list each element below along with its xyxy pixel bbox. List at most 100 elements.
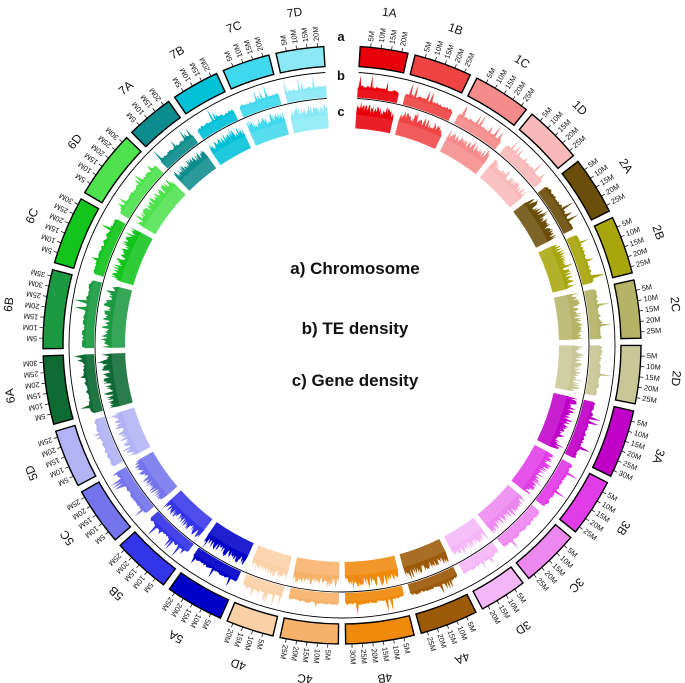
legend: a) Chromosome b) TE density c) Gene dens… <box>290 259 419 390</box>
chromosome-label-1c: 1C <box>512 52 533 72</box>
chromosome-label-2c: 2C <box>667 296 683 313</box>
tick-6c-5 <box>53 251 58 253</box>
tick-4d-10 <box>251 630 254 635</box>
tick-3a-15 <box>624 440 629 443</box>
gene-profile-2c <box>566 292 584 340</box>
gene-band-6d <box>143 184 186 235</box>
te-peaks-1d <box>505 140 546 183</box>
chromosome-label-7c: 7C <box>224 18 243 36</box>
gene-band-5c <box>140 451 178 496</box>
chromosome-label-5a: 5A <box>166 627 186 646</box>
chromosome-1b <box>409 54 472 94</box>
tick-3a-10 <box>628 430 633 433</box>
chromosome-5d <box>54 424 97 487</box>
gene-profile-6d <box>134 180 176 228</box>
gene-profile-4d <box>251 557 289 584</box>
gene-profile-7c <box>245 110 286 134</box>
tick-2a-25 <box>606 203 611 206</box>
tick-label-7d-5: 5M <box>278 34 289 46</box>
tick-6b-30 <box>44 284 49 287</box>
chromosome-label-6a: 6A <box>2 388 18 405</box>
tick-label-4b-30: 30M <box>348 650 357 665</box>
tick-2a-20 <box>601 193 605 197</box>
tick-6a-10 <box>44 403 49 405</box>
chromosome-1a <box>358 45 409 74</box>
tick-label-1c-5: 5M <box>485 66 498 79</box>
tick-6c-10 <box>57 241 62 244</box>
tick-3c-25 <box>533 574 537 578</box>
tick-2a-15 <box>595 184 600 188</box>
gene-density-track <box>94 98 590 593</box>
tick-label-1a-20: 20M <box>398 31 410 47</box>
tick-label-2d-15: 15M <box>645 373 660 384</box>
tick-4a-10 <box>456 620 459 625</box>
gene-profile-5a <box>202 533 249 565</box>
tick-1a-15 <box>391 46 393 51</box>
chromosome-label-1d: 1D <box>569 98 590 119</box>
gene-profile-4a <box>403 551 449 581</box>
te-peaks-2d <box>593 345 613 396</box>
tick-6d-30 <box>119 139 123 143</box>
tick-label-5a-5: 5M <box>200 617 213 630</box>
chromosome-1d <box>518 113 575 170</box>
gene-band-2a <box>513 203 549 248</box>
chromosome-6a <box>42 354 74 426</box>
te-band-4b <box>345 585 405 602</box>
te-band-5b <box>151 511 194 552</box>
chromosome-4a <box>415 593 477 635</box>
te-peaks-6d <box>118 165 158 215</box>
tick-label-2d-25: 25M <box>642 394 658 405</box>
gene-profile-6a <box>96 353 120 408</box>
gene-profile-4b <box>344 568 399 590</box>
track-letter-c: c <box>337 104 344 119</box>
tick-5b-20 <box>128 557 132 561</box>
chromosome-label-6b: 6B <box>1 296 17 312</box>
chromosome-5c <box>80 481 132 541</box>
gene-band-2c <box>553 294 573 341</box>
tick-6d-10 <box>92 172 97 176</box>
te-peaks-1b <box>404 82 453 114</box>
tick-label-4a-25: 25M <box>425 636 438 653</box>
tick-3c-15 <box>549 560 553 564</box>
tick-4b-5 <box>403 637 406 642</box>
tick-1c-20 <box>512 96 516 100</box>
te-band-7b <box>198 111 238 140</box>
tick-label-2c-10: 10M <box>643 293 659 304</box>
tick-3b-5 <box>602 491 607 495</box>
gene-profile-2b <box>550 244 576 290</box>
tick-label-5d-5: 5M <box>57 475 70 488</box>
tick-3b-10 <box>596 500 601 504</box>
te-peaks-3a <box>572 401 601 458</box>
tick-1d-25 <box>569 148 573 152</box>
chromosome-2a <box>561 160 611 221</box>
gene-band-6b <box>111 286 132 348</box>
tick-label-6b-30: 30M <box>28 278 44 290</box>
tick-6c-20 <box>65 221 70 224</box>
te-peaks-2a <box>544 187 579 231</box>
chromosome-2d <box>614 344 642 405</box>
chromosome-4d <box>226 601 279 637</box>
tick-label-4a-5: 5M <box>465 620 478 633</box>
tick-6a-5 <box>47 413 52 416</box>
gene-band-2d <box>554 345 573 391</box>
tick-2a-5 <box>584 167 588 171</box>
te-band-5a <box>193 547 242 580</box>
te-band-2d <box>585 345 599 396</box>
chromosome-label-6d: 6D <box>65 131 86 152</box>
tick-4d-5 <box>261 633 264 638</box>
tick-7b-15 <box>199 77 202 82</box>
chromosome-2b <box>593 216 634 279</box>
tick-3d-20 <box>487 605 491 610</box>
tick-5d-20 <box>57 446 62 449</box>
tick-5a-25 <box>172 592 175 597</box>
legend-chromosome: a) Chromosome <box>290 259 419 278</box>
tick-4d-15 <box>241 626 244 631</box>
tick-label-2b-20: 20M <box>632 246 649 259</box>
chromosome-label-1a: 1A <box>381 5 398 21</box>
te-peaks-2c <box>592 289 612 340</box>
tick-5b-10 <box>144 571 148 576</box>
tick-label-4c-15: 15M <box>301 647 312 663</box>
gene-profile-5b <box>161 499 205 538</box>
tick-7b-5 <box>181 87 184 92</box>
gene-band-4c <box>294 557 340 576</box>
